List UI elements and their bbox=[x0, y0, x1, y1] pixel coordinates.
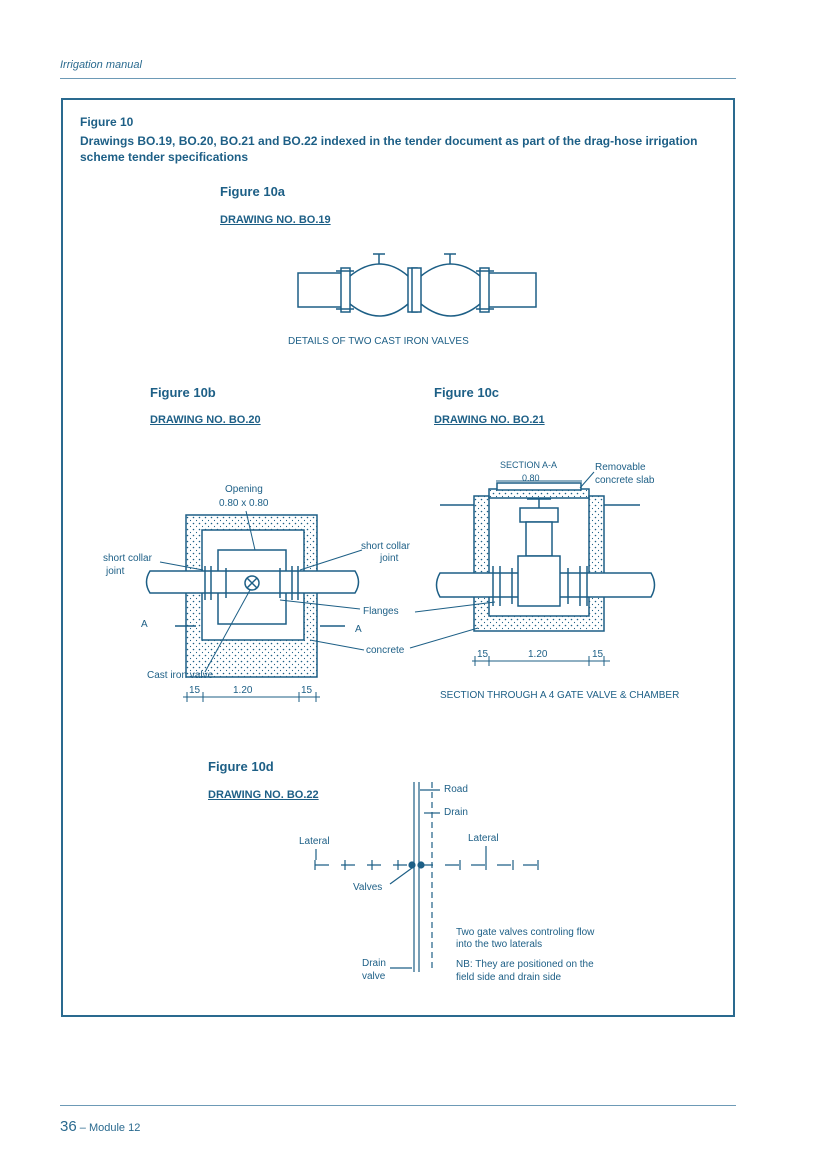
fig10d-note-2: into the two laterals bbox=[456, 939, 543, 950]
fig10d-drain: Drain bbox=[444, 807, 468, 818]
fig10b-dim-left: 15 bbox=[189, 685, 201, 696]
page-number: 36 bbox=[60, 1118, 77, 1135]
fig10c-opening-dim: 0.80 bbox=[522, 473, 540, 483]
fig10c-dim-right: 15 bbox=[592, 649, 604, 660]
fig10b-dim-mid: 1.20 bbox=[233, 685, 253, 696]
fig10b-short-collar-left-joint: joint bbox=[106, 566, 125, 577]
page-footer: 36 – Module 12 bbox=[60, 1118, 140, 1135]
fig10a-caption: DETAILS OF TWO CAST IRON VALVES bbox=[288, 336, 469, 347]
fig10a-valve-drawing bbox=[297, 253, 537, 317]
figure-frame bbox=[61, 98, 735, 1017]
fig10b-short-collar-right: short collar bbox=[361, 541, 410, 552]
fig10d-road: Road bbox=[444, 784, 468, 795]
fig10d-valves: Valves bbox=[353, 882, 383, 893]
fig10b-cast-iron-valve: Cast iron valve bbox=[147, 670, 214, 681]
fig10c-title: Figure 10c bbox=[434, 385, 500, 400]
header-rule bbox=[60, 78, 736, 79]
fig10b-section-a-left: A bbox=[141, 619, 148, 630]
fig10b-title: Figure 10b bbox=[150, 385, 216, 400]
fig10d-note-1: Two gate valves controling flow bbox=[456, 927, 595, 938]
fig10b-opening-size: 0.80 x 0.80 bbox=[219, 498, 269, 509]
fig10c-dim-left: 15 bbox=[477, 649, 489, 660]
fig10c-dim-mid: 1.20 bbox=[528, 649, 548, 660]
fig10d-drawing-no: DRAWING NO. BO.22 bbox=[208, 789, 319, 801]
footer-rule bbox=[60, 1105, 736, 1106]
fig10d-drain-valve-1: Drain bbox=[362, 958, 386, 969]
fig10a-title: Figure 10a bbox=[220, 184, 286, 199]
fig10d-drain-valve-2: valve bbox=[362, 971, 386, 982]
figure-label: Figure 10 bbox=[80, 115, 134, 129]
fig10c-section-label: SECTION A-A bbox=[500, 460, 558, 470]
fig10c-slab-1: Removable bbox=[595, 462, 646, 473]
fig10b-section-a-right: A bbox=[355, 624, 362, 635]
running-header: Irrigation manual bbox=[60, 59, 142, 71]
fig10b-short-collar-right-joint: joint bbox=[380, 553, 399, 564]
fig10b-dim-right: 15 bbox=[301, 685, 313, 696]
fig10c-caption: SECTION THROUGH A 4 GATE VALVE & CHAMBER bbox=[440, 690, 680, 701]
fig10b-flanges: Flanges bbox=[363, 606, 399, 617]
figure-caption: Drawings BO.19, BO.20, BO.21 and BO.22 i… bbox=[80, 134, 698, 164]
module-name: Module 12 bbox=[88, 1122, 141, 1134]
fig10c-chamber-section bbox=[409, 471, 656, 666]
fig10d-title: Figure 10d bbox=[208, 759, 274, 774]
fig10d-nb-1: NB: They are positioned on the bbox=[456, 959, 594, 970]
fig10d-nb-2: field side and drain side bbox=[456, 972, 562, 983]
fig10d-lateral-left: Lateral bbox=[299, 836, 330, 847]
fig10c-drawing-no: DRAWING NO. BO.21 bbox=[434, 414, 545, 426]
fig10d-lateral-right: Lateral bbox=[468, 833, 499, 844]
fig10a-drawing-no: DRAWING NO. BO.19 bbox=[220, 214, 331, 226]
fig10d-layout-plan bbox=[314, 782, 539, 972]
fig10b-opening-label: Opening bbox=[225, 484, 263, 495]
fig10b-concrete: concrete bbox=[366, 645, 405, 656]
fig10c-slab-2: concrete slab bbox=[595, 475, 655, 486]
footer-separator: – bbox=[79, 1122, 86, 1134]
fig10b-drawing-no: DRAWING NO. BO.20 bbox=[150, 414, 261, 426]
fig10b-chamber-plan bbox=[145, 510, 365, 702]
fig10b-short-collar-left: short collar bbox=[103, 553, 152, 564]
